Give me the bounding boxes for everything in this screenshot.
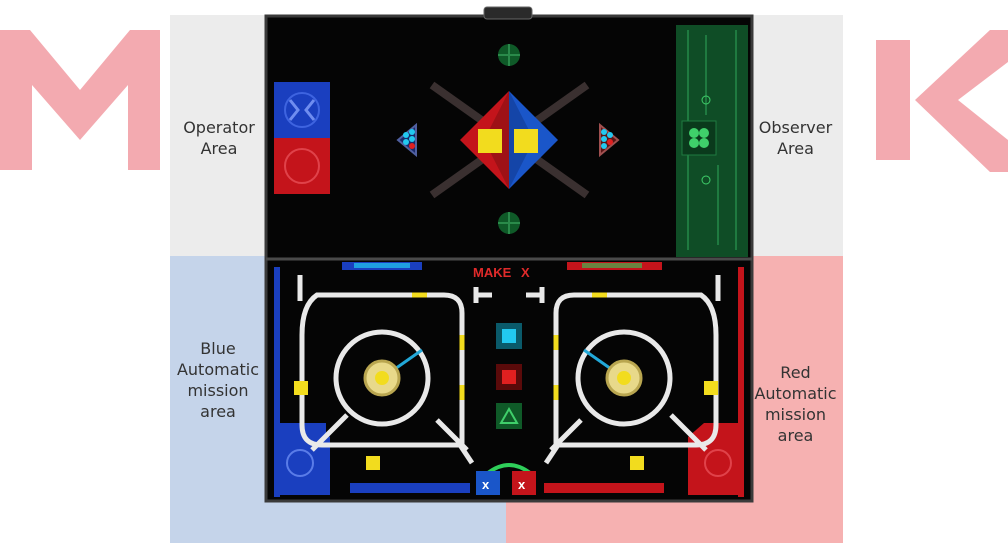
red-automatic-area-label: Red Automatic mission area [748, 362, 843, 446]
square-icon [496, 323, 522, 349]
observer-area-label: Observer Area [748, 117, 843, 159]
brand-letter-k [876, 30, 1008, 172]
brand-letter-m [0, 30, 160, 170]
makex-logo-mark: X [521, 265, 530, 280]
operator-blue-pad [274, 82, 330, 138]
center-target-icon [498, 44, 520, 66]
center-target-icon [498, 212, 520, 234]
square-icon [496, 364, 522, 390]
blue-automatic-area-label: Blue Automatic mission area [170, 338, 266, 422]
triangle-icon [496, 403, 522, 429]
operator-area-label: Operator Area [170, 117, 268, 159]
svg-text:x: x [518, 477, 526, 492]
makex-logo: MAKE [473, 265, 512, 280]
operator-red-pad [274, 138, 330, 194]
observer-green-panel [676, 25, 748, 257]
competition-field: MAKE X [262, 5, 756, 505]
svg-text:x: x [482, 477, 490, 492]
field-handle [484, 7, 532, 19]
